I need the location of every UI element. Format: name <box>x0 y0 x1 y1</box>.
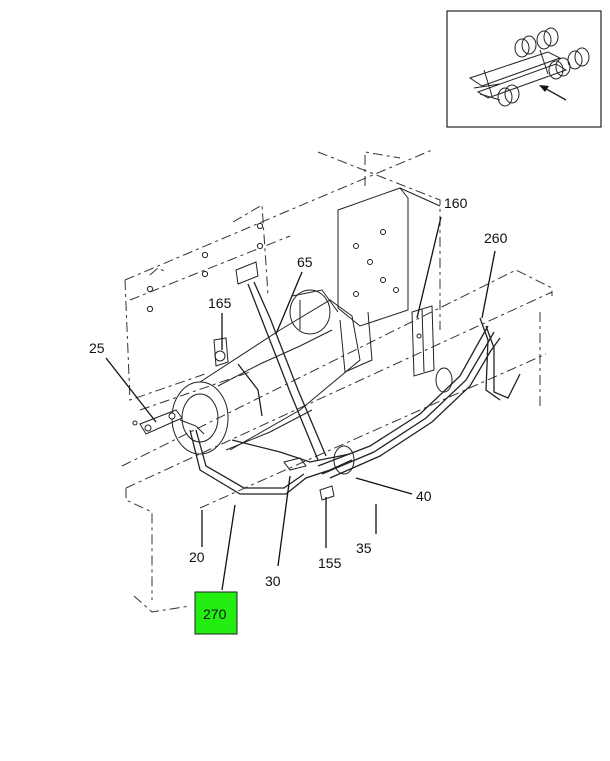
callout-155: 155 <box>318 555 342 571</box>
wire-harness <box>189 317 521 501</box>
highlighted-part-270[interactable]: 270 <box>194 591 238 635</box>
highlight-box <box>194 591 238 635</box>
bracket-160 <box>411 305 435 377</box>
starter-motor <box>171 289 361 455</box>
callout-260: 260 <box>484 230 508 246</box>
leader-lines <box>105 216 496 591</box>
callout-165: 165 <box>208 295 232 311</box>
bracket-25 <box>132 409 205 435</box>
lower-frame <box>121 151 553 613</box>
mounting-box <box>337 187 441 373</box>
callout-270: 270 <box>203 606 227 622</box>
callout-160: 160 <box>444 195 468 211</box>
locator-inset <box>446 10 602 128</box>
callout-30: 30 <box>265 573 281 589</box>
callout-35: 35 <box>356 540 372 556</box>
callout-40: 40 <box>416 488 432 504</box>
callout-20: 20 <box>189 549 205 565</box>
connector-65 <box>235 261 327 461</box>
frame-rail <box>124 149 433 411</box>
callout-65: 65 <box>297 254 313 270</box>
callout-25: 25 <box>89 340 105 356</box>
